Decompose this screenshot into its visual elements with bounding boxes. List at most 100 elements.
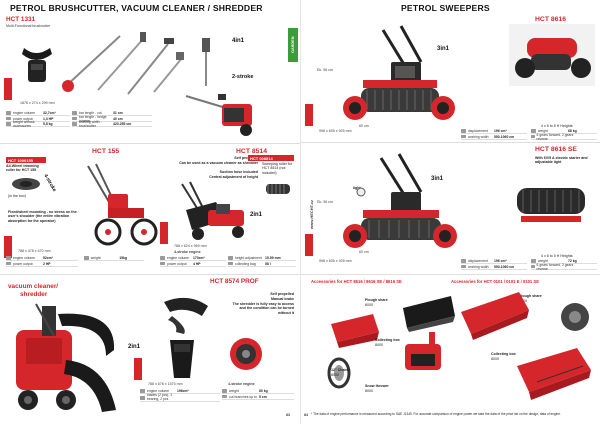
model-hct-8514: HCT 8514 — [236, 148, 267, 155]
model-hct-155: HCT 155 — [92, 148, 120, 155]
vacuum-title-line2: shredder — [20, 291, 48, 298]
vacuum-title-line1: vacuum cleaner/ — [8, 283, 59, 290]
subtitle-8616-se: With 6V/5 A electric starter and adjusta… — [535, 156, 588, 165]
page-number-left: 83 — [286, 413, 290, 417]
acc-a-box-name: Collecting box — [375, 338, 400, 342]
website-vertical: www.HECHT.cz — [309, 200, 314, 229]
acc-a-plough-code: 8000 — [365, 303, 373, 307]
weight-icon — [531, 259, 536, 263]
model-hct-8616-se: HCT 8616 SE — [535, 146, 577, 153]
hose-nozzle-image — [170, 340, 194, 378]
suction-hose-image — [164, 297, 208, 334]
garden-section-tab[interactable]: GARDEN — [288, 28, 298, 62]
height-8616: Ek. 96 cm — [317, 68, 333, 72]
subtitle-8574-brake: Manual brake — [271, 297, 294, 301]
spec-row: 6 gears forward, 2 gears reverse — [531, 263, 597, 271]
plough-share-b-image — [461, 292, 529, 340]
engine-type-8514: 4-stroke engine — [174, 250, 201, 254]
power-icon — [160, 261, 165, 266]
width-8616: 60 cm — [359, 124, 369, 128]
engine-type-8574: 4-stroke engine — [228, 382, 255, 386]
sweeping-roller-image — [266, 184, 290, 194]
model-hct-8616: HCT 8616 — [535, 16, 566, 23]
weight-icon — [84, 256, 89, 260]
subtitle-8514-hose: Suction hose included — [219, 170, 258, 174]
accessories-title-b: Accessories for HCT 0101 / 0101 E / 0101… — [451, 279, 539, 284]
power-icon — [6, 116, 11, 121]
engine-icon — [461, 259, 466, 263]
acc-b-box-code: 8000 — [491, 357, 499, 361]
sweeper-8616-se-detail-image — [517, 188, 585, 222]
spec-row: blades (2 pcs), 1 bearing, 2 pcs — [140, 393, 220, 403]
badge-2in1: 2in1 — [250, 212, 263, 218]
engine-icon — [160, 256, 165, 260]
height-icon — [228, 256, 233, 260]
subtitle-8514-height: Central adjustment of height — [209, 175, 258, 179]
right-page-title: PETROL SWEEPERS — [401, 3, 490, 13]
model-hct-1331: HCT 1331 — [6, 16, 36, 23]
sweeper-8616-image — [343, 25, 455, 120]
left-page: PETROL BRUSHCUTTER, VACUUM CLEANER / SHR… — [0, 3, 300, 417]
page-number-right: 84 — [304, 413, 308, 417]
subtitle-hct-1331: Multi-Functional brushcutter — [6, 24, 51, 28]
sweeper-8616-se-image — [343, 153, 457, 248]
gears-8616-se: 4 x 6 to 5 H Heights — [541, 254, 573, 258]
sweeper-8616-detail-image — [509, 24, 595, 86]
hedge-icon — [72, 116, 77, 121]
blade-image — [230, 338, 262, 370]
badge-2in1-8574: 2in1 — [128, 344, 141, 350]
hecht-logo-strip-155 — [4, 236, 12, 258]
gear-icon — [531, 264, 535, 269]
acc-a-snow-name: Snow thrower — [365, 384, 389, 388]
engine-icon — [6, 256, 11, 260]
blade-spec-icon — [140, 396, 145, 400]
gears-8616: 4 x 6 to 5 H Heights — [541, 124, 573, 128]
label-4-stroke-155: 4-stroke — [42, 173, 58, 193]
engine-icon — [140, 389, 145, 393]
gear-icon — [531, 134, 535, 139]
spec-row: 6 gears forward, 2 gears reverse — [531, 133, 597, 141]
acc-a-chains-code: 8000 — [331, 373, 339, 377]
hedge-trimmer-image — [202, 38, 210, 86]
dims-hct-1331: 1876 x 274 x 299 mm — [20, 101, 55, 105]
acc-a-box-code: 8000 — [375, 343, 383, 347]
subtitle-8574-access: The shredder is fully easy to access and… — [232, 302, 294, 315]
vacuum-shredder-8574-image — [16, 303, 116, 412]
weight-icon — [6, 122, 11, 126]
subtitle-hct-008514: Sweeping roller for HCT 8514 (not includ… — [262, 162, 292, 175]
dims-hct-8616: 998 x 605 x 925 mm — [319, 129, 352, 133]
footnote: * The data of engine performance is meas… — [311, 412, 561, 416]
bar-icon — [72, 111, 77, 115]
engine-unit-image — [185, 94, 252, 136]
brushcutter-attachments-image — [62, 32, 184, 95]
hecht-logo-strip-8616 — [305, 104, 313, 126]
model-hct-1000155: HCT 1000155 — [6, 157, 46, 163]
chains-image — [327, 357, 351, 389]
hecht-logo-strip-8514 — [160, 222, 168, 244]
label-2-stroke: 2-stroke — [232, 74, 254, 80]
weight-icon — [531, 129, 536, 133]
hecht-logo-strip-8574 — [134, 358, 142, 380]
brush-b-image — [561, 303, 589, 331]
